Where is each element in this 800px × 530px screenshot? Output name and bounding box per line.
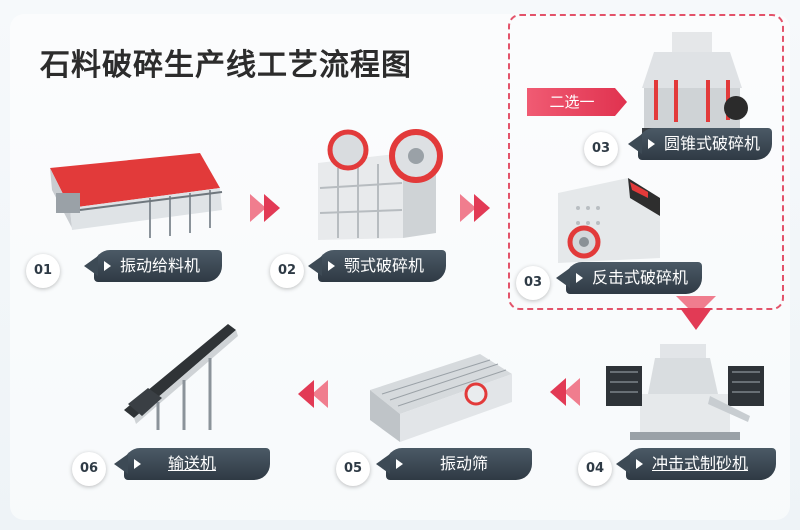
play-arrow-icon [576, 273, 583, 283]
double-chevron-left-icon [292, 380, 328, 408]
vsi-sand-maker-image [600, 336, 770, 444]
double-chevron-right-icon [460, 194, 496, 222]
step-number: 02 [270, 254, 304, 288]
step-number: 06 [72, 452, 106, 486]
option-group-box [508, 14, 784, 310]
step-number: 03 [584, 132, 618, 166]
step-label-vibrating-screen[interactable]: 振动筛 [376, 448, 532, 480]
option-tag: 二选一 [527, 88, 627, 116]
double-chevron-right-icon [250, 194, 286, 222]
play-arrow-icon [134, 459, 141, 469]
page-title: 石料破碎生产线工艺流程图 [40, 48, 412, 83]
play-arrow-icon [328, 261, 335, 271]
cone-crusher-image [632, 28, 752, 140]
step-number: 01 [26, 254, 60, 288]
down-arrow-icon [676, 296, 716, 332]
step-label-cone-crusher[interactable]: 圆锥式破碎机 [628, 128, 772, 160]
vibrating-feeder-image [40, 148, 225, 248]
step-label-vsi-sand-maker[interactable]: 冲击式制砂机 [616, 448, 776, 480]
jaw-crusher-image [308, 128, 448, 246]
step-label-impact-crusher[interactable]: 反击式破碎机 [556, 262, 702, 294]
step-number: 03 [516, 266, 550, 300]
step-number: 05 [336, 452, 370, 486]
play-arrow-icon [396, 459, 403, 469]
play-arrow-icon [648, 139, 655, 149]
belt-conveyor-image [118, 318, 258, 436]
play-arrow-icon [636, 459, 643, 469]
step-number: 04 [578, 452, 612, 486]
vibrating-screen-image [360, 350, 520, 446]
impact-crusher-image [548, 168, 668, 268]
double-chevron-left-icon [544, 378, 580, 406]
step-label-jaw-crusher[interactable]: 颚式破碎机 [308, 250, 446, 282]
step-label-conveyor[interactable]: 输送机 [114, 448, 270, 480]
play-arrow-icon [104, 261, 111, 271]
step-label-vibrating-feeder[interactable]: 振动给料机 [84, 250, 222, 282]
